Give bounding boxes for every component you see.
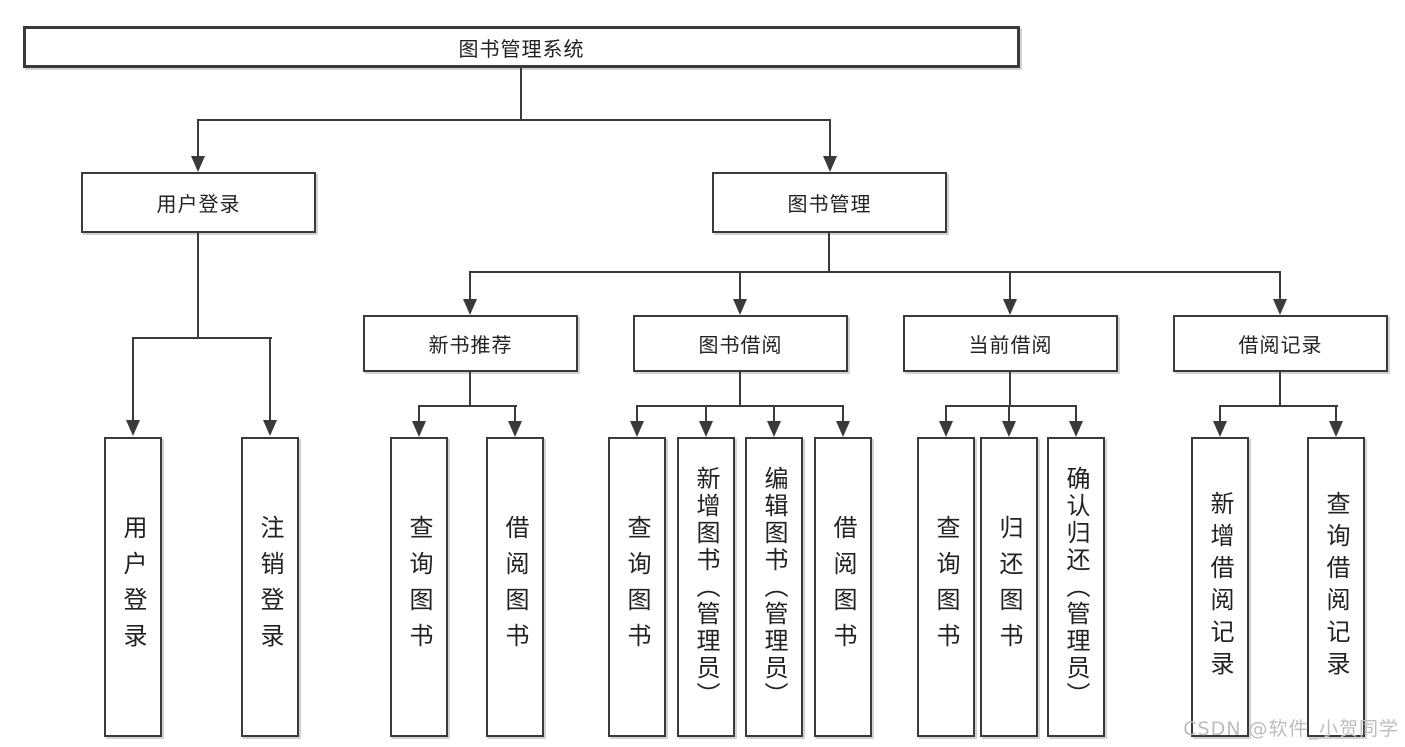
- node-label: 图书借阅: [698, 333, 783, 357]
- leaf-label: 借阅图书: [501, 515, 529, 659]
- connector-user-login-branch: [132, 337, 272, 339]
- arrowhead-current-borrow: [1003, 299, 1017, 315]
- arrowhead-book-management: [823, 156, 837, 172]
- leaf-logout: 注销登录: [241, 437, 299, 737]
- arrowhead-leaf-login: [126, 420, 140, 436]
- connector-drop: [1008, 405, 1010, 422]
- connector-drop-leaf-logout: [269, 337, 271, 421]
- node-label: 图书管理: [787, 192, 872, 216]
- connector-current-borrow-branch: [945, 405, 1077, 407]
- node-borrowing-records: 借阅记录: [1173, 315, 1388, 372]
- connector-drop-book-management: [829, 119, 831, 157]
- node-label: 借阅记录: [1238, 333, 1323, 357]
- node-book-borrowing: 图书借阅: [633, 315, 848, 372]
- node-label: 当前借阅: [968, 333, 1053, 357]
- leaf-query-borrow-record: 查询借阅记录: [1307, 437, 1365, 737]
- connector-borrow-records-branch: [1219, 405, 1338, 407]
- arrowhead-book-borrow: [733, 299, 747, 315]
- leaf-label: 新增图书（管理员）: [692, 465, 720, 709]
- csdn-watermark: CSDN @软件_小贺同学: [1183, 718, 1399, 740]
- leaf-label: 查询图书: [932, 515, 960, 659]
- leaf-user-login: 用户登录: [104, 437, 162, 737]
- node-label: 图书管理系统: [458, 36, 585, 61]
- arrowhead: [630, 421, 644, 437]
- leaf-return-books: 归还图书: [980, 437, 1038, 737]
- arrowhead: [1069, 421, 1083, 437]
- connector-drop: [842, 405, 844, 422]
- leaf-label: 查询图书: [623, 515, 651, 659]
- leaf-confirm-return-admin: 确认归还（管理员）: [1047, 437, 1105, 737]
- node-user-login: 用户登录: [81, 172, 316, 233]
- connector-book-borrow-branch: [636, 405, 844, 407]
- node-book-management: 图书管理: [712, 172, 947, 233]
- connector-drop-user-login: [197, 119, 199, 157]
- leaf-label: 查询图书: [405, 515, 433, 659]
- arrowhead: [412, 421, 426, 437]
- connector-drop: [705, 405, 707, 422]
- connector-drop-leaf-login: [132, 337, 134, 421]
- connector-drop: [418, 405, 420, 422]
- connector-drop: [1335, 405, 1337, 422]
- leaf-borrow-books-rec: 借阅图书: [486, 437, 544, 737]
- node-current-borrowing: 当前借阅: [903, 315, 1118, 372]
- arrowhead: [699, 421, 713, 437]
- leaf-label: 借阅图书: [829, 515, 857, 659]
- arrowhead: [1329, 421, 1343, 437]
- connector-current-borrow-stem: [1009, 372, 1011, 407]
- leaf-query-books-current: 查询图书: [917, 437, 975, 737]
- arrowhead: [1002, 421, 1016, 437]
- leaf-label: 注销登录: [256, 515, 284, 659]
- arrowhead-leaf-logout: [263, 420, 277, 436]
- connector-root-stem: [520, 68, 522, 119]
- leaf-query-books-rec: 查询图书: [390, 437, 448, 737]
- connector-drop: [945, 405, 947, 422]
- node-library-management-system: 图书管理系统: [23, 26, 1020, 68]
- connector-book-borrow-stem: [739, 372, 741, 407]
- connector-drop: [514, 405, 516, 422]
- connector-borrow-records-stem: [1279, 372, 1281, 407]
- connector-drop-borrow-records: [1279, 271, 1281, 300]
- arrowhead-user-login: [191, 156, 205, 172]
- arrowhead: [767, 421, 781, 437]
- connector-book-management-stem: [828, 233, 830, 271]
- leaf-label: 新增借阅记录: [1206, 491, 1234, 683]
- connector-drop: [636, 405, 638, 422]
- leaf-query-books-borrow: 查询图书: [608, 437, 666, 737]
- node-new-book-recommendation: 新书推荐: [363, 315, 578, 372]
- connector-new-book-rec-stem: [469, 372, 471, 407]
- arrowhead: [836, 421, 850, 437]
- arrowhead-borrow-records: [1273, 299, 1287, 315]
- connector-book-management-branch: [469, 271, 1281, 273]
- leaf-label: 用户登录: [119, 515, 147, 659]
- connector-drop: [1075, 405, 1077, 422]
- connector-drop-new-book-rec: [469, 271, 471, 300]
- leaf-label: 编辑图书（管理员）: [760, 465, 788, 709]
- leaf-edit-books-admin: 编辑图书（管理员）: [745, 437, 803, 737]
- leaf-label: 确认归还（管理员）: [1062, 465, 1090, 709]
- connector-drop: [1219, 405, 1221, 422]
- arrowhead: [508, 421, 522, 437]
- connector-drop-current-borrow: [1009, 271, 1011, 300]
- leaf-label: 归还图书: [995, 515, 1023, 659]
- node-label: 用户登录: [156, 192, 241, 216]
- arrowhead: [939, 421, 953, 437]
- connector-user-login-stem: [197, 233, 199, 338]
- leaf-label: 查询借阅记录: [1322, 491, 1350, 683]
- leaf-add-books-admin: 新增图书（管理员）: [677, 437, 735, 737]
- connector-root-branch: [197, 119, 831, 121]
- leaf-add-borrow-record: 新增借阅记录: [1191, 437, 1249, 737]
- connector-new-book-rec-branch: [418, 405, 517, 407]
- arrowhead-new-book-rec: [463, 299, 477, 315]
- connector-drop: [773, 405, 775, 422]
- connector-drop-book-borrow: [739, 271, 741, 300]
- node-label: 新书推荐: [428, 333, 513, 357]
- arrowhead: [1213, 421, 1227, 437]
- leaf-borrow-books: 借阅图书: [814, 437, 872, 737]
